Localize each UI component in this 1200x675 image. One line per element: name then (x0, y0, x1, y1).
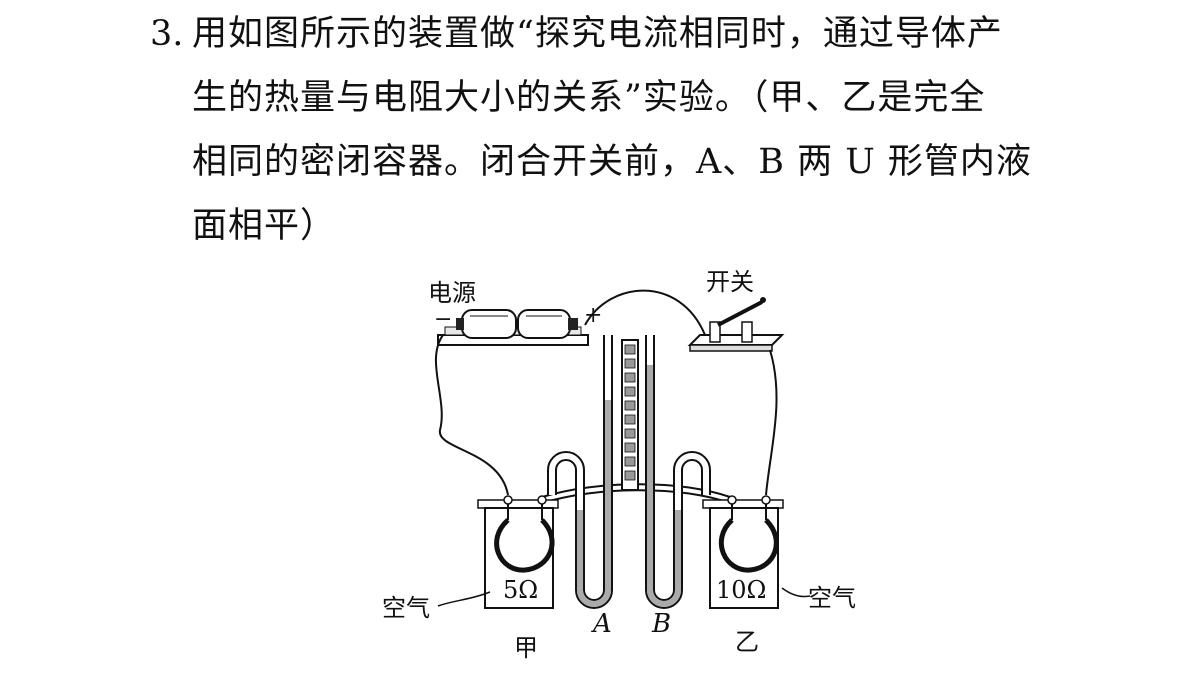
power-supply: 电源 − + (428, 279, 602, 346)
minus-terminal-sign: − (434, 307, 452, 332)
power-supply-label: 电源 (428, 279, 476, 307)
question-line-1: 用如图所示的装置做“探究电流相同时，通过导体产 (192, 14, 1003, 54)
container-right-label: 乙 (735, 628, 759, 656)
question-line-3: 相同的密闭容器。闭合开关前，A、B 两 U 形管内液 (192, 142, 1032, 182)
experiment-diagram: 电源 − + 开关 (382, 268, 856, 662)
u-tube-a: A (547, 335, 613, 639)
container-right: 10Ω 空气 乙 (702, 495, 856, 656)
question-number: 3. (150, 14, 184, 54)
container-left-label: 甲 (514, 634, 538, 662)
tube-b-label: B (651, 609, 671, 639)
air-label-right: 空气 (808, 584, 856, 612)
left-resistor-value: 5Ω (503, 576, 538, 604)
right-resistor-value: 10Ω (716, 576, 766, 604)
heating-coil-right (718, 518, 779, 573)
tube-a-label: A (591, 609, 612, 639)
container-left: 5Ω 空气 甲 (382, 495, 559, 662)
question-line-2: 生的热量与电阻大小的关系”实验。（甲、乙是完全 (192, 78, 986, 118)
scale-ruler (621, 339, 639, 491)
question-line-4: 面相平） (192, 206, 337, 246)
switch-label: 开关 (706, 268, 754, 296)
air-label-left: 空气 (382, 594, 430, 622)
u-tube-b: B (645, 335, 711, 639)
battery-cell-2 (517, 309, 578, 339)
heating-coil-left (494, 518, 555, 573)
knife-switch: 开关 (687, 268, 785, 352)
battery-cell-1 (456, 309, 517, 339)
